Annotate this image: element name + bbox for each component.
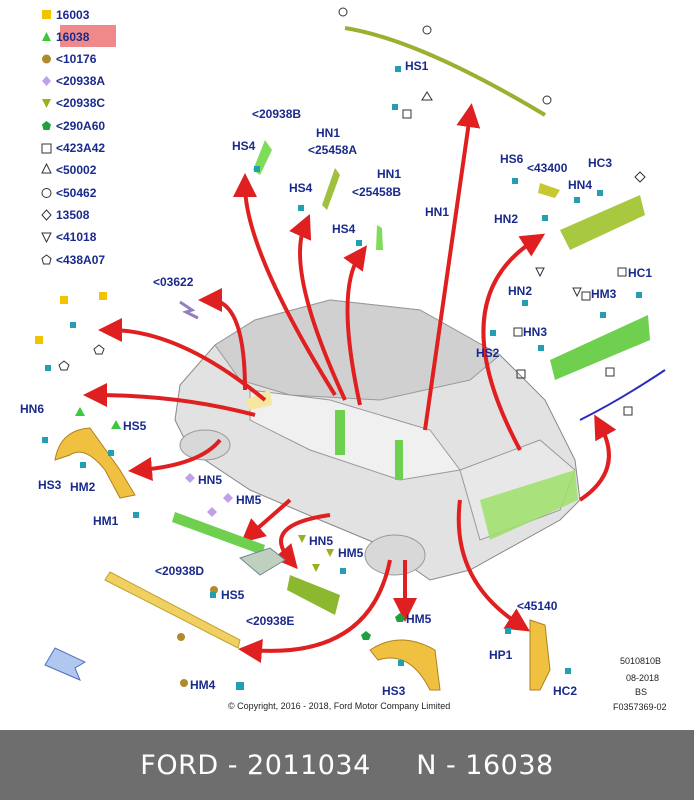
clip-markers xyxy=(42,66,642,690)
legend-code: <41018 xyxy=(56,230,97,244)
triangle-down-filled-icon xyxy=(42,99,51,108)
legend-highlight xyxy=(60,25,116,47)
clip-part xyxy=(179,300,199,320)
label-hn3: HN3 xyxy=(523,325,547,339)
spoiler-piece xyxy=(538,183,560,198)
legend-code: <20938A xyxy=(56,74,105,88)
label-hs2: HS2 xyxy=(476,346,500,360)
pillar-trim xyxy=(376,225,383,250)
label-03622: <03622 xyxy=(153,275,194,289)
doc-lang: BS xyxy=(635,687,647,697)
label-hs3: HS3 xyxy=(382,684,406,698)
diamond-filled-icon xyxy=(42,76,51,86)
rear-strip xyxy=(579,369,666,421)
label-hn2: HN2 xyxy=(494,212,518,226)
parts-diagram: 16003 16038 <10176 <20938A <20938C <290A… xyxy=(20,7,667,712)
triangle-filled-icon xyxy=(42,32,51,41)
label-hs5: HS5 xyxy=(123,419,147,433)
legend-code: <438A07 xyxy=(56,253,105,267)
sill-moulding xyxy=(104,571,241,649)
document-info: 5010810B 08-2018 BS F0357369-02 © Copyri… xyxy=(228,656,667,712)
legend-code: 16038 xyxy=(56,30,90,44)
label-hp1: HP1 xyxy=(489,648,513,662)
label-hn5: HN5 xyxy=(309,534,333,548)
label-hn1: HN1 xyxy=(316,126,340,140)
label-45140: <45140 xyxy=(517,599,558,613)
label-hs6: HS6 xyxy=(500,152,524,166)
circle-outline-icon xyxy=(41,188,52,198)
footer-title: FORD - 2011034 N - 16038 xyxy=(140,749,554,781)
label-hm1: HM1 xyxy=(93,514,119,528)
callout-arrows xyxy=(83,103,617,663)
circle-filled-icon xyxy=(42,54,51,64)
legend-code: <50002 xyxy=(56,163,97,177)
label-hs4: HS4 xyxy=(332,222,356,236)
pillar-trim xyxy=(322,168,340,210)
label-hn6: HN6 xyxy=(20,402,44,416)
label-hc2: HC2 xyxy=(553,684,577,698)
part-labels: HS1 HS4 <20938B HN1 <25458A HS4 HN1 <254… xyxy=(20,59,652,698)
pentagon-outline-icon xyxy=(41,254,52,265)
legend-code: <10176 xyxy=(56,52,97,66)
front-direction-arrow-icon xyxy=(44,647,87,681)
doc-ref: F0357369-02 xyxy=(613,702,667,712)
label-hc3: HC3 xyxy=(588,156,612,170)
parts xyxy=(44,26,666,691)
label-hs4: HS4 xyxy=(232,139,256,153)
label-hs4: HS4 xyxy=(289,181,313,195)
label-hm5: HM5 xyxy=(406,612,432,626)
legend-code: <423A42 xyxy=(56,141,105,155)
wheel-arch-moulding xyxy=(54,427,136,499)
legend-code: 16003 xyxy=(56,8,90,22)
vehicle-body xyxy=(174,299,581,581)
label-hs5: HS5 xyxy=(221,588,245,602)
door-moulding xyxy=(287,575,340,615)
label-hn5: HN5 xyxy=(198,473,222,487)
label-hc1: HC1 xyxy=(628,266,652,280)
label-hm4: HM4 xyxy=(190,678,216,692)
label-hn2: HN2 xyxy=(508,284,532,298)
legend-code: <20938C xyxy=(56,96,105,110)
label-hm5: HM5 xyxy=(338,546,364,560)
pentagon-filled-icon xyxy=(42,121,51,130)
roof-moulding xyxy=(344,26,547,117)
square-filled-icon xyxy=(42,10,51,19)
tailgate-spoiler xyxy=(560,195,645,250)
label-25458a: <25458A xyxy=(308,143,357,157)
door-moulding xyxy=(172,512,265,555)
label-43400: <43400 xyxy=(527,161,568,175)
label-hs3: HS3 xyxy=(38,478,62,492)
legend: 16003 16038 <10176 <20938A <20938C <290A… xyxy=(41,8,116,267)
label-hs1: HS1 xyxy=(405,59,429,73)
diamond-outline-icon xyxy=(41,209,52,221)
label-hm5: HM5 xyxy=(236,493,262,507)
label-20938b: <20938B xyxy=(252,107,301,121)
square-outline-icon xyxy=(41,143,52,154)
legend-code: <290A60 xyxy=(56,119,105,133)
clip-bracket xyxy=(239,547,286,576)
label-hm3: HM3 xyxy=(591,287,617,301)
legend-code: <50462 xyxy=(56,186,97,200)
doc-code: 5010810B xyxy=(620,656,661,666)
wheel-arch-moulding xyxy=(369,639,441,691)
label-25458b: <25458B xyxy=(352,185,401,199)
legend-code: 13508 xyxy=(56,208,90,222)
footer-bar: FORD - 2011034 N - 16038 xyxy=(0,730,694,800)
triangle-down-outline-icon xyxy=(41,232,52,244)
copyright-text: © Copyright, 2016 - 2018, Ford Motor Com… xyxy=(228,701,450,711)
triangle-outline-icon xyxy=(41,162,52,174)
label-20938e: <20938E xyxy=(246,614,294,628)
rear-bumper-trim xyxy=(550,315,650,380)
label-hn1: HN1 xyxy=(377,167,401,181)
corner-moulding xyxy=(529,619,551,691)
label-hn1: HN1 xyxy=(425,205,449,219)
label-hn4: HN4 xyxy=(568,178,592,192)
label-hm2: HM2 xyxy=(70,480,96,494)
label-20938d: <20938D xyxy=(155,564,204,578)
doc-date: 08-2018 xyxy=(626,673,659,683)
callout-symbols xyxy=(35,7,646,687)
